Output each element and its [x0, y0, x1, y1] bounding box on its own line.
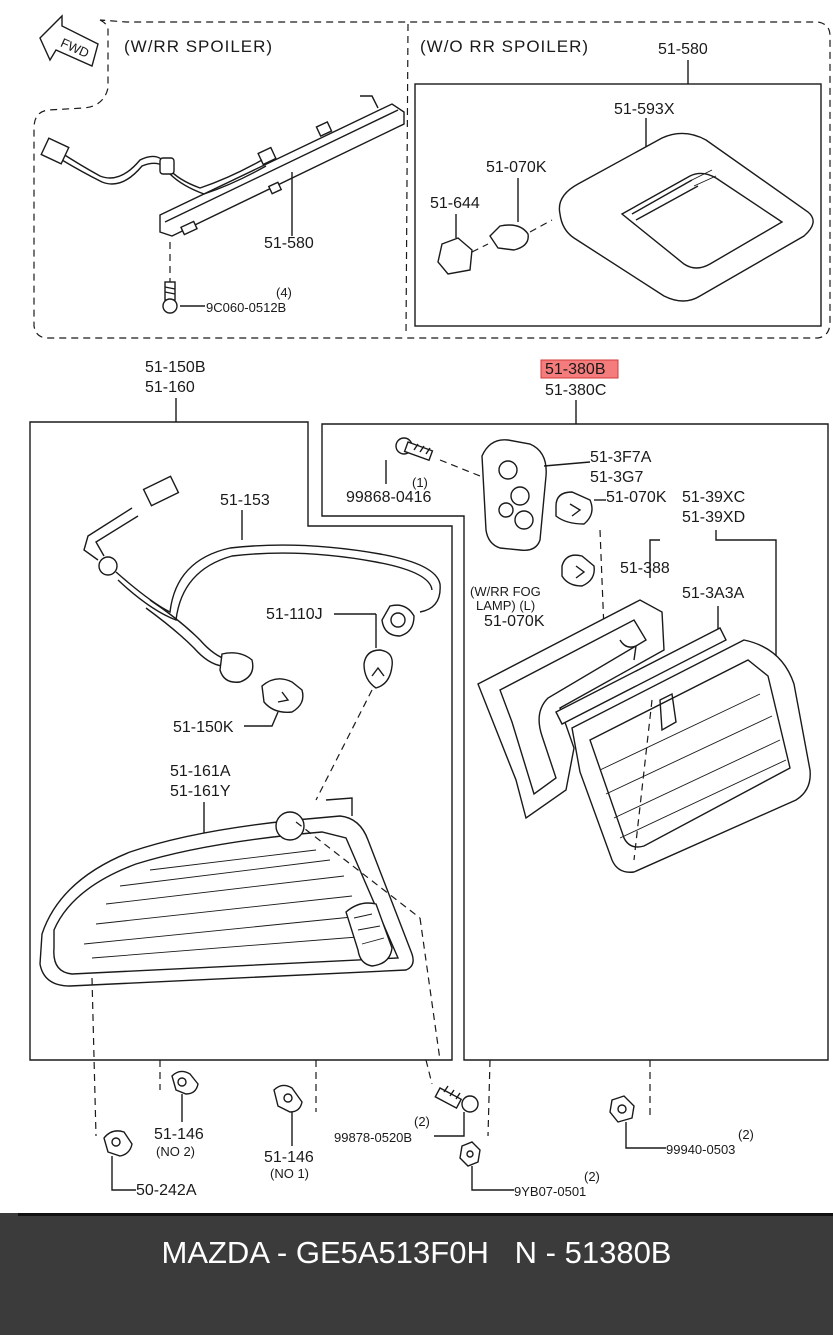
label-513a3a: 51-3A3A	[682, 585, 745, 602]
leader-513f7a	[543, 461, 591, 467]
screw-99868	[395, 437, 491, 481]
leader-51150k	[244, 711, 279, 727]
leader-50242a	[111, 1156, 136, 1191]
section-with-spoiler: (W/RR SPOILER)	[124, 37, 273, 56]
label-51150k: 51-150K	[173, 719, 234, 736]
bulb-51150k	[261, 678, 304, 713]
rear-combination-lamp	[39, 797, 414, 987]
section-without-spoiler: (W/O RR SPOILER)	[420, 37, 589, 56]
bulb-51070k-top	[489, 219, 553, 251]
label-51161y: 51-161Y	[170, 783, 231, 800]
leader-51388	[649, 539, 660, 578]
bulb-51070k-right	[555, 491, 593, 525]
label-99940-qty: (2)	[738, 1127, 754, 1142]
socket-plate-513f7a	[481, 439, 547, 551]
label-99940: 99940-0503	[666, 1142, 735, 1157]
outer-lamp-frame	[29, 421, 453, 1061]
high-mount-lamp-cover	[558, 132, 814, 302]
dash-lamp-2	[419, 917, 441, 1061]
inner-lamp-frame	[321, 423, 829, 1061]
fwd-arrow-icon: FWD	[39, 14, 99, 67]
label-no2: (NO 2)	[156, 1144, 195, 1159]
label-51380c: 51-380C	[545, 382, 606, 399]
harness-51153	[83, 475, 441, 683]
clip-51146-no2	[171, 1070, 199, 1095]
clip-50242a	[103, 1130, 133, 1157]
label-51160: 51-160	[145, 379, 195, 396]
label-51153: 51-153	[220, 492, 270, 509]
label-51161a: 51-161A	[170, 763, 231, 780]
label-9yb07-qty: (2)	[584, 1169, 600, 1184]
screw-9c060	[162, 242, 178, 314]
top-frame	[33, 19, 831, 339]
label-fog-1: (W/RR FOG	[470, 584, 541, 599]
label-51380b: 51-380B	[545, 361, 606, 378]
label-fog-2: LAMP) (L)	[476, 598, 535, 613]
label-99868-qty: (1)	[412, 475, 428, 490]
leader-9yb07	[471, 1166, 514, 1191]
label-513g7: 51-3G7	[590, 469, 643, 486]
label-no1: (NO 1)	[270, 1166, 309, 1181]
label-99878: 99878-0520B	[334, 1130, 412, 1145]
clip-51146-no1	[273, 1084, 303, 1113]
dash-screw-99878	[425, 1059, 433, 1085]
label-51580-left: 51-580	[264, 235, 314, 252]
label-51146-no1: 51-146	[264, 1149, 314, 1166]
label-51070k-fog: 51-070K	[484, 613, 545, 630]
label-99878-qty: (2)	[414, 1114, 430, 1129]
without-spoiler-box	[414, 83, 822, 327]
socket-51644	[437, 237, 489, 275]
footer-divider	[18, 1213, 833, 1216]
label-513f7a: 51-3F7A	[590, 449, 652, 466]
gasket-51388	[477, 599, 665, 820]
parts-diagram: FWD (W/RR SPOILER) (W/O RR SPOILER) 51-5…	[29, 14, 831, 1199]
dash-nut-9yb07	[487, 1059, 491, 1137]
label-51580-top: 51-580	[658, 41, 708, 58]
footer-part-number: MAZDA - GE5A513F0H N - 51380B	[161, 1235, 672, 1270]
top-divider	[405, 23, 409, 337]
label-9c060: 9C060-0512B	[206, 300, 286, 315]
label-5139xc: 51-39XC	[682, 489, 745, 506]
label-51146-no2: 51-146	[154, 1126, 204, 1143]
bulb-51110j	[315, 649, 393, 801]
dash-lamp-1	[295, 821, 421, 919]
label-51593x: 51-593X	[614, 101, 675, 118]
label-51388: 51-388	[620, 560, 670, 577]
high-mount-lamp-spoiler	[40, 95, 405, 237]
highlight-51380b	[540, 359, 619, 379]
leader-99940	[625, 1122, 666, 1149]
leader-5139xd	[715, 530, 777, 680]
label-51070k-right: 51-070K	[606, 489, 667, 506]
label-9c060-qty: (4)	[276, 285, 292, 300]
label-99868: 99868-0416	[346, 489, 432, 506]
label-5139xd: 51-39XD	[682, 509, 745, 526]
label-51644: 51-644	[430, 195, 480, 212]
leader-99878	[434, 1112, 465, 1137]
inner-lens-513a3a	[555, 627, 811, 873]
dash-clip-50242a	[91, 977, 97, 1137]
bulb-51070k-fog	[561, 554, 595, 587]
label-51110j: 51-110J	[266, 606, 323, 623]
nut-99940	[609, 1095, 635, 1123]
screw-99878	[434, 1085, 479, 1113]
label-50242a: 50-242A	[136, 1182, 197, 1199]
label-51070k-top: 51-070K	[486, 159, 547, 176]
label-9yb07: 9YB07-0501	[514, 1184, 586, 1199]
label-51150b: 51-150B	[145, 359, 206, 376]
nut-9yb07	[459, 1141, 481, 1167]
part-number-footer: MAZDA - GE5A513F0H N - 51380B	[0, 1213, 833, 1335]
